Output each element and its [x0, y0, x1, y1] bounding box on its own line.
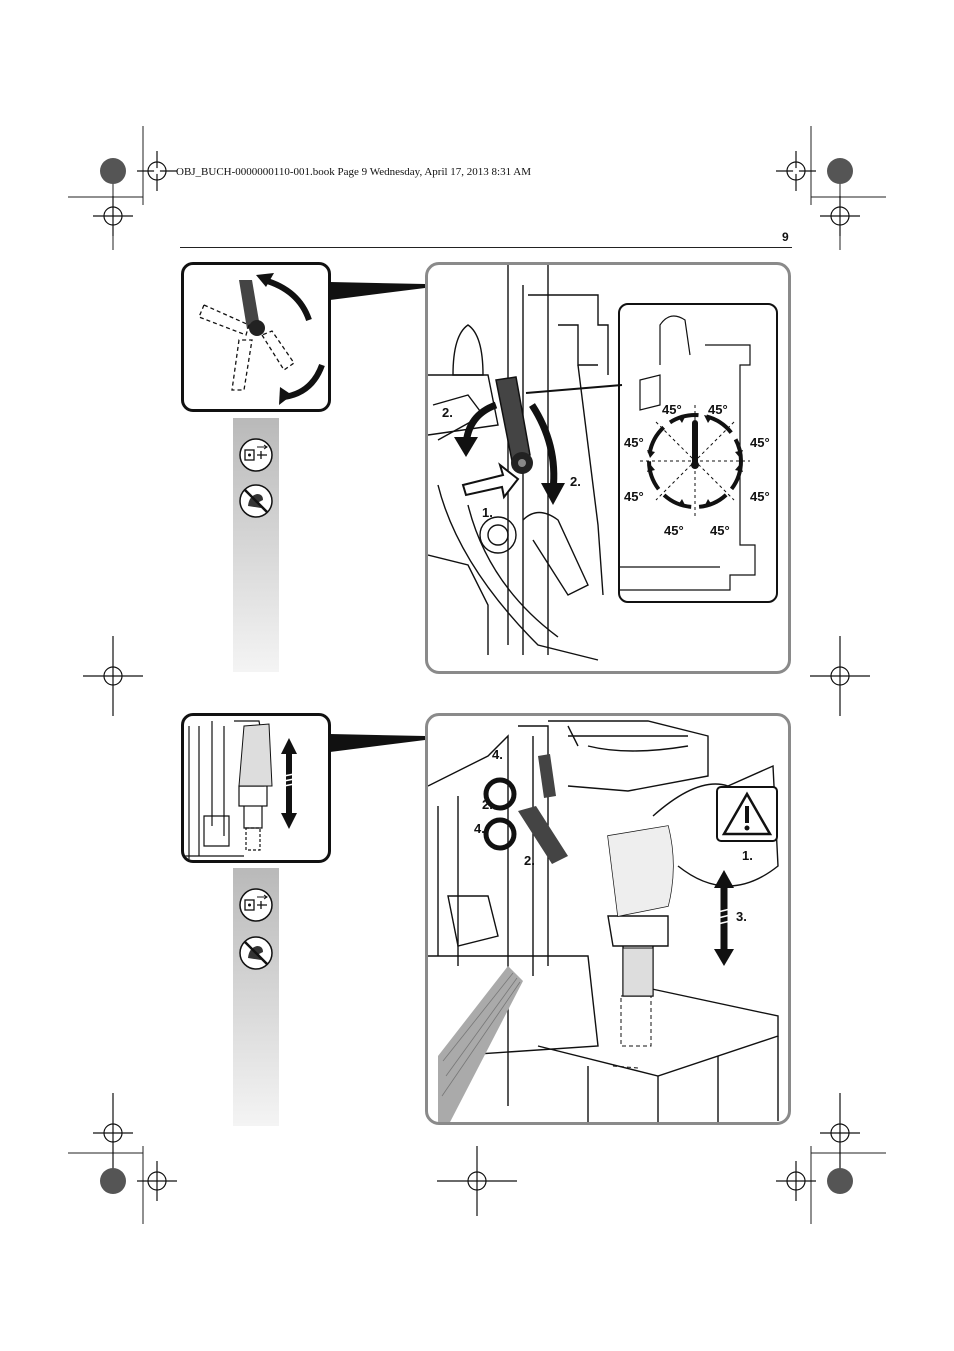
step-label: 2. — [570, 474, 581, 489]
angle-label: 45° — [624, 489, 644, 504]
angle-label: 45° — [662, 402, 682, 417]
angle-label: 45° — [664, 523, 684, 538]
step-label: 4. — [474, 821, 485, 836]
step-label: 1. — [742, 848, 753, 863]
step-label: 4. — [492, 747, 503, 762]
angle-label: 45° — [750, 489, 770, 504]
angle-label: 45° — [624, 435, 644, 450]
main-figure-top: 45° 45° 45° 45° 45° 45° 45° 45° 2. 2. 1. — [425, 262, 791, 674]
step-label: 2. — [524, 853, 535, 868]
registration-mark-icon — [83, 151, 870, 1216]
step-label: 3. — [736, 909, 747, 924]
unplug-icon — [239, 888, 273, 922]
step-label: 1. — [482, 505, 493, 520]
header-file-line: OBJ_BUCH-0000000110-001.book Page 9 Wedn… — [176, 166, 531, 178]
callout-connector — [330, 734, 425, 752]
step-label: 2. — [482, 797, 493, 812]
header-rule — [180, 247, 792, 248]
main-figure-bottom: 4. 2. 4. 2. 1. 3. — [425, 713, 791, 1125]
no-hand-icon — [239, 936, 273, 970]
angle-label: 45° — [710, 523, 730, 538]
detail-thumbnail-lever — [181, 262, 331, 412]
angle-label: 45° — [708, 402, 728, 417]
no-hand-icon — [239, 484, 273, 518]
detail-thumbnail-drill — [181, 713, 331, 863]
warning-icon — [716, 786, 778, 842]
callout-connector — [330, 282, 425, 300]
angle-inset: 45° 45° 45° 45° 45° 45° 45° 45° — [618, 303, 778, 603]
unplug-icon — [239, 438, 273, 472]
angle-label: 45° — [750, 435, 770, 450]
step-label: 2. — [442, 405, 453, 420]
page-number: 9 — [782, 230, 789, 244]
